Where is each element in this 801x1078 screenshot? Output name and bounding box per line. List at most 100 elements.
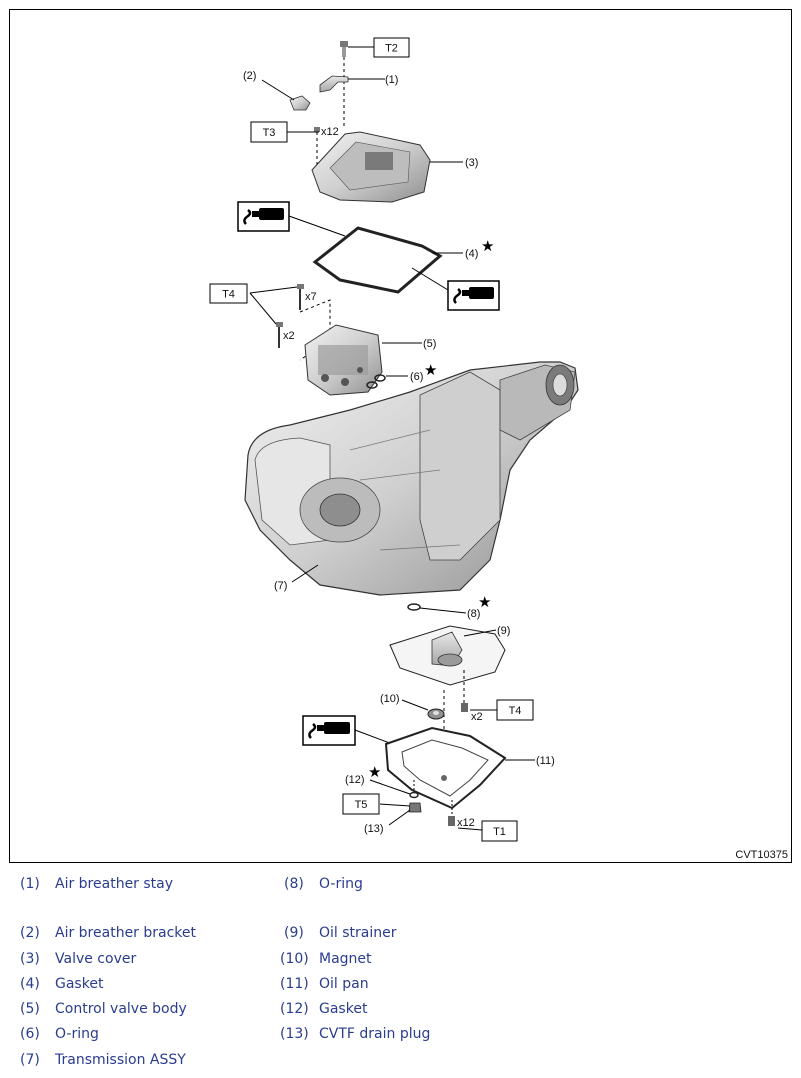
drain-plug	[408, 802, 422, 813]
qty-valve-cover-bolts: x12	[321, 126, 339, 138]
figure-code: CVT10375	[735, 849, 788, 861]
valve-cover	[311, 131, 431, 203]
svg-text:T5: T5	[355, 799, 368, 811]
legend-label: Valve cover	[55, 951, 137, 967]
qty-control-valve-long-bolts: x7	[305, 291, 317, 303]
leader-t4-b	[249, 292, 277, 325]
legend-label: O-ring	[55, 1026, 99, 1042]
legend-num: (8)	[284, 876, 304, 892]
svg-text:T2: T2	[385, 43, 398, 55]
torque-label-t3: T3	[250, 121, 288, 143]
legend-num: (11)	[280, 976, 309, 992]
control-valve-body	[304, 324, 383, 396]
t2-bolt-head	[340, 41, 348, 47]
legend-label: Oil pan	[319, 976, 369, 992]
oil-pan	[384, 726, 507, 810]
callout-6: (6)	[410, 371, 423, 383]
t4-bolt-long	[297, 284, 304, 289]
legend-num: (13)	[280, 1026, 309, 1042]
parts-legend: (1) Air breather stay (2) Air breather b…	[0, 866, 801, 1078]
legend-label: Control valve body	[55, 1001, 187, 1017]
torque-label-t1: T1	[481, 820, 518, 842]
t2-bolt-shank	[342, 47, 346, 57]
qty-strainer-bolts: x2	[471, 711, 483, 723]
t4-bolt-short	[276, 322, 283, 327]
oil-pan-bolt	[448, 816, 455, 826]
leader-sealant-middle	[411, 267, 449, 291]
legend-num: (10)	[280, 951, 309, 967]
o-ring-8	[407, 603, 421, 611]
legend-num: (6)	[20, 1026, 40, 1042]
leader-sealant-upper	[288, 215, 346, 237]
callout-10: (10)	[380, 693, 400, 705]
legend-num: (3)	[20, 951, 40, 967]
legend-label: CVTF drain plug	[319, 1026, 431, 1042]
gasket-inner	[319, 231, 435, 288]
leader-13	[388, 809, 411, 826]
legend-num: (4)	[20, 976, 40, 992]
leader-9	[463, 629, 497, 637]
gasket-outer	[312, 226, 443, 294]
callout-3: (3)	[465, 157, 478, 169]
o-ring-6b	[374, 374, 386, 382]
legend-num: (5)	[20, 1001, 40, 1017]
diagram-canvas: T2 T3 T4 T4 T5 T1 x12 x7 x2 x2 x12 (1) (…	[9, 9, 792, 863]
svg-text:T1: T1	[493, 826, 506, 838]
callout-7: (7)	[274, 580, 287, 592]
leader-7	[291, 564, 319, 583]
qty-oil-pan-bolts: x12	[457, 817, 475, 829]
svg-text:T4: T4	[222, 289, 235, 301]
oil-strainer	[389, 625, 506, 686]
torque-label-t4-upper: T4	[209, 283, 248, 304]
legend-label: Air breather bracket	[55, 925, 197, 941]
torque-label-t4-lower: T4	[496, 699, 534, 721]
callout-1: (1)	[385, 74, 398, 86]
strainer-bolt	[461, 703, 468, 712]
svg-text:T3: T3	[263, 127, 276, 139]
legend-label: Oil strainer	[319, 925, 397, 941]
t3-bolt	[314, 127, 320, 132]
callout-4: (4)	[465, 248, 478, 260]
star-gasket-12: ★	[368, 763, 381, 781]
legend-num: (7)	[20, 1052, 40, 1068]
torque-label-t5: T5	[342, 793, 380, 815]
callout-9: (9)	[497, 625, 510, 637]
air-breather-bracket	[289, 95, 311, 111]
o-ring-6a	[366, 381, 378, 389]
stay-shape	[319, 75, 349, 93]
callout-11: (11)	[536, 755, 555, 767]
star-o-ring-8: ★	[478, 593, 491, 611]
legend-label: Gasket	[55, 976, 104, 992]
leader-12	[369, 779, 411, 795]
leader-t1	[457, 827, 483, 831]
air-breather-stay	[319, 41, 349, 128]
leader-t4-a	[249, 286, 298, 294]
legend-label: O-ring	[319, 876, 363, 892]
leader-2	[261, 79, 295, 101]
legend-label: Transmission ASSY	[55, 1052, 186, 1068]
star-gasket-4: ★	[481, 237, 494, 255]
leader-8	[419, 607, 467, 614]
qty-control-valve-short-bolts: x2	[283, 330, 295, 342]
torque-label-t2: T2	[373, 37, 410, 58]
sealant-icon-upper	[237, 201, 290, 232]
legend-num: (1)	[20, 876, 40, 892]
callout-5: (5)	[423, 338, 436, 350]
leader-t5	[379, 803, 411, 807]
legend-num: (2)	[20, 925, 40, 941]
callout-8: (8)	[467, 608, 480, 620]
star-o-ring-6: ★	[424, 361, 437, 379]
sealant-icon-lower	[302, 715, 356, 746]
callout-2: (2)	[243, 70, 256, 82]
exploded-view-diagram: T2 T3 T4 T4 T5 T1 x12 x7 x2 x2 x12 (1) (…	[9, 9, 792, 863]
legend-label: Gasket	[319, 1001, 368, 1017]
sealant-icon-middle	[447, 280, 500, 311]
legend-label: Magnet	[319, 951, 372, 967]
gasket-12	[409, 791, 419, 799]
callout-13: (13)	[364, 823, 384, 835]
magnet-core	[433, 711, 439, 715]
legend-num: (9)	[284, 925, 304, 941]
transmission-assy	[244, 361, 579, 596]
leader-10	[401, 699, 429, 711]
svg-text:T4: T4	[509, 705, 522, 717]
